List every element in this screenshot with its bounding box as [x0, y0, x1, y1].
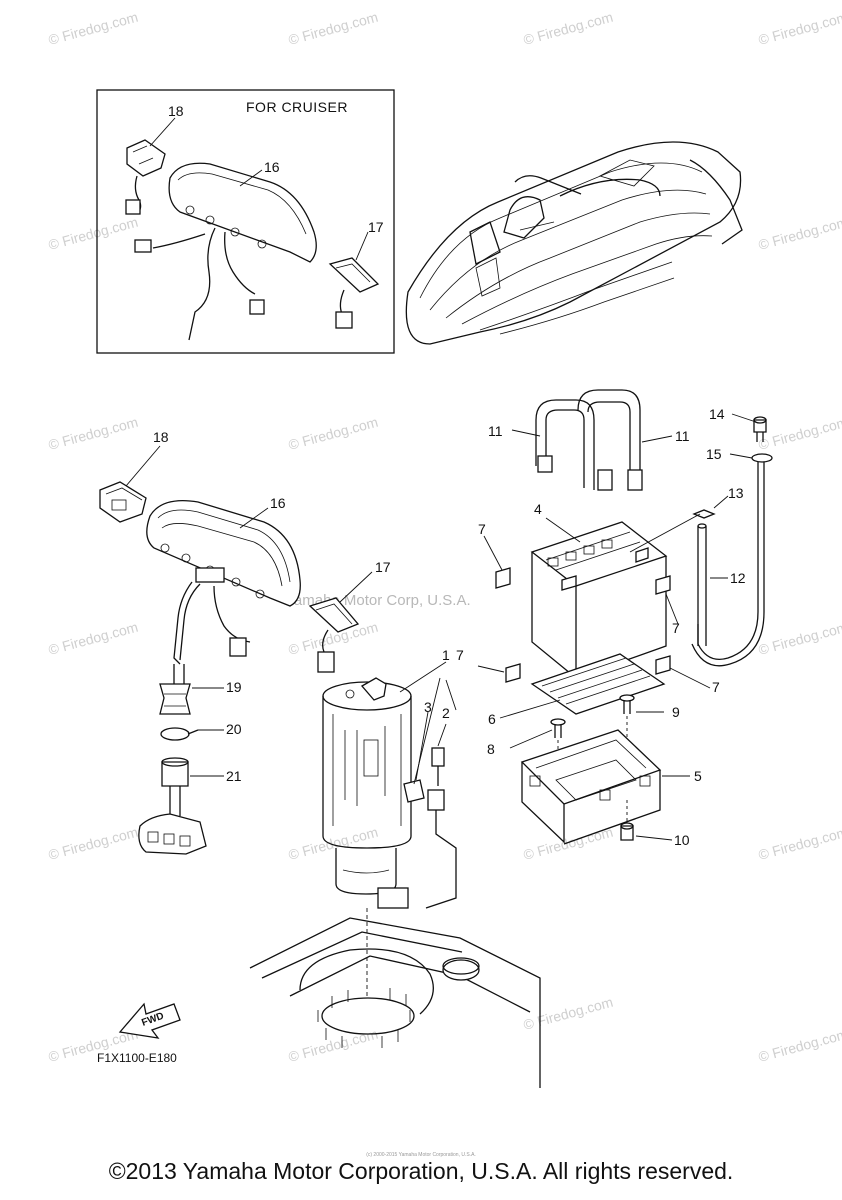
watermark: © Firedog.com: [522, 994, 615, 1033]
callout-15: 15: [706, 446, 722, 462]
watermark: © Firedog.com: [47, 414, 140, 453]
callout-16: 16: [264, 159, 280, 175]
watermark: © Firedog.com: [287, 414, 380, 453]
part-19: 19: [159, 679, 242, 715]
watermark: © Firedog.com: [287, 9, 380, 48]
part-20: 20: [160, 721, 242, 741]
callout-7-c: 7: [712, 679, 720, 695]
callout-13: 13: [728, 485, 744, 501]
callout-10: 10: [674, 832, 690, 848]
part-18: 18: [99, 429, 169, 523]
watermark: © Firedog.com: [47, 619, 140, 658]
part-11-straps: 11 11: [488, 389, 690, 491]
inset-label: FOR CRUISER: [246, 99, 348, 115]
callout-21: 21: [226, 768, 242, 784]
callout-17: 17: [368, 219, 384, 235]
watercraft-illustration: [405, 141, 743, 345]
watermark: © Firedog.com: [47, 9, 140, 48]
callout-11-left: 11: [488, 423, 503, 439]
inset-part-16: 16: [134, 159, 317, 341]
watermark: © Firedog.com: [287, 1026, 380, 1065]
callout-14: 14: [709, 406, 725, 422]
callout-2: 2: [442, 705, 450, 721]
part-2: 2: [425, 705, 457, 909]
part-12-hose: 12: [697, 523, 746, 646]
part-3: 3: [403, 699, 432, 803]
callout-3: 3: [424, 699, 432, 715]
callout-7-b: 7: [672, 620, 680, 636]
callout-19: 19: [226, 679, 242, 695]
callout-4: 4: [534, 501, 542, 517]
part-21: 21: [161, 757, 242, 787]
watermark: © Firedog.com: [287, 824, 380, 863]
part-17: 17: [308, 559, 391, 673]
diagram-code: F1X1100-E180: [97, 1051, 177, 1065]
fuel-tank: [249, 908, 541, 1088]
callout-18: 18: [153, 429, 169, 445]
part-13-fitting: 13: [629, 485, 744, 553]
watermark: © Firedog.com: [757, 1026, 842, 1065]
fineprint: (c) 2000-2015 Yamaha Motor Corporation, …: [366, 1152, 476, 1158]
part-16: 16: [146, 495, 301, 665]
part-7-pads: 7 7 7: [477, 521, 720, 695]
callout-18: 18: [168, 103, 184, 119]
part-1-fuel-pump: 1: [322, 647, 450, 909]
inset-part-17: 17: [328, 219, 384, 329]
callout-11-right: 11: [675, 428, 690, 444]
callout-9: 9: [672, 704, 680, 720]
callout-7-top: 7: [456, 647, 464, 663]
inset-part-18: 18: [125, 103, 184, 215]
callout-8: 8: [487, 741, 495, 757]
watermark: © Firedog.com: [47, 824, 140, 863]
watermark: © Firedog.com: [757, 619, 842, 658]
part-8-bolt: 8: [487, 718, 566, 760]
callout-1: 1: [442, 647, 450, 663]
watermark: © Firedog.com: [522, 824, 615, 863]
part-15-clamp: 15: [706, 446, 773, 463]
watermark: © Firedog.com: [757, 214, 842, 253]
part-4-battery: 4: [530, 501, 668, 680]
part-10: 10: [620, 800, 690, 848]
harness-assembly: 19 20 21: [138, 664, 242, 855]
copyright-notice: ©2013 Yamaha Motor Corporation, U.S.A. A…: [108, 1158, 734, 1184]
callout-5: 5: [694, 768, 702, 784]
callout-17: 17: [375, 559, 391, 575]
part-9-bolt: 9: [619, 694, 680, 740]
callout-12: 12: [730, 570, 746, 586]
callout-7-a: 7: [478, 521, 486, 537]
callout-20: 20: [226, 721, 242, 737]
part-5-battery-box: 5: [520, 729, 702, 845]
watermark: © Firedog.com: [757, 824, 842, 863]
inset-cruiser: FOR CRUISER 18 16: [96, 89, 395, 354]
fwd-arrow: FWD: [118, 1002, 181, 1039]
part-14-cap: 14: [709, 406, 767, 442]
watermark: © Firedog.com: [757, 9, 842, 48]
watermark: © Firedog.com: [522, 9, 615, 48]
part-6-sheet: 6: [488, 653, 666, 727]
watermark: © Firedog.com: [757, 414, 842, 453]
watermark: © Firedog.com: [47, 214, 140, 253]
callout-6: 6: [488, 711, 496, 727]
callout-16: 16: [270, 495, 286, 511]
